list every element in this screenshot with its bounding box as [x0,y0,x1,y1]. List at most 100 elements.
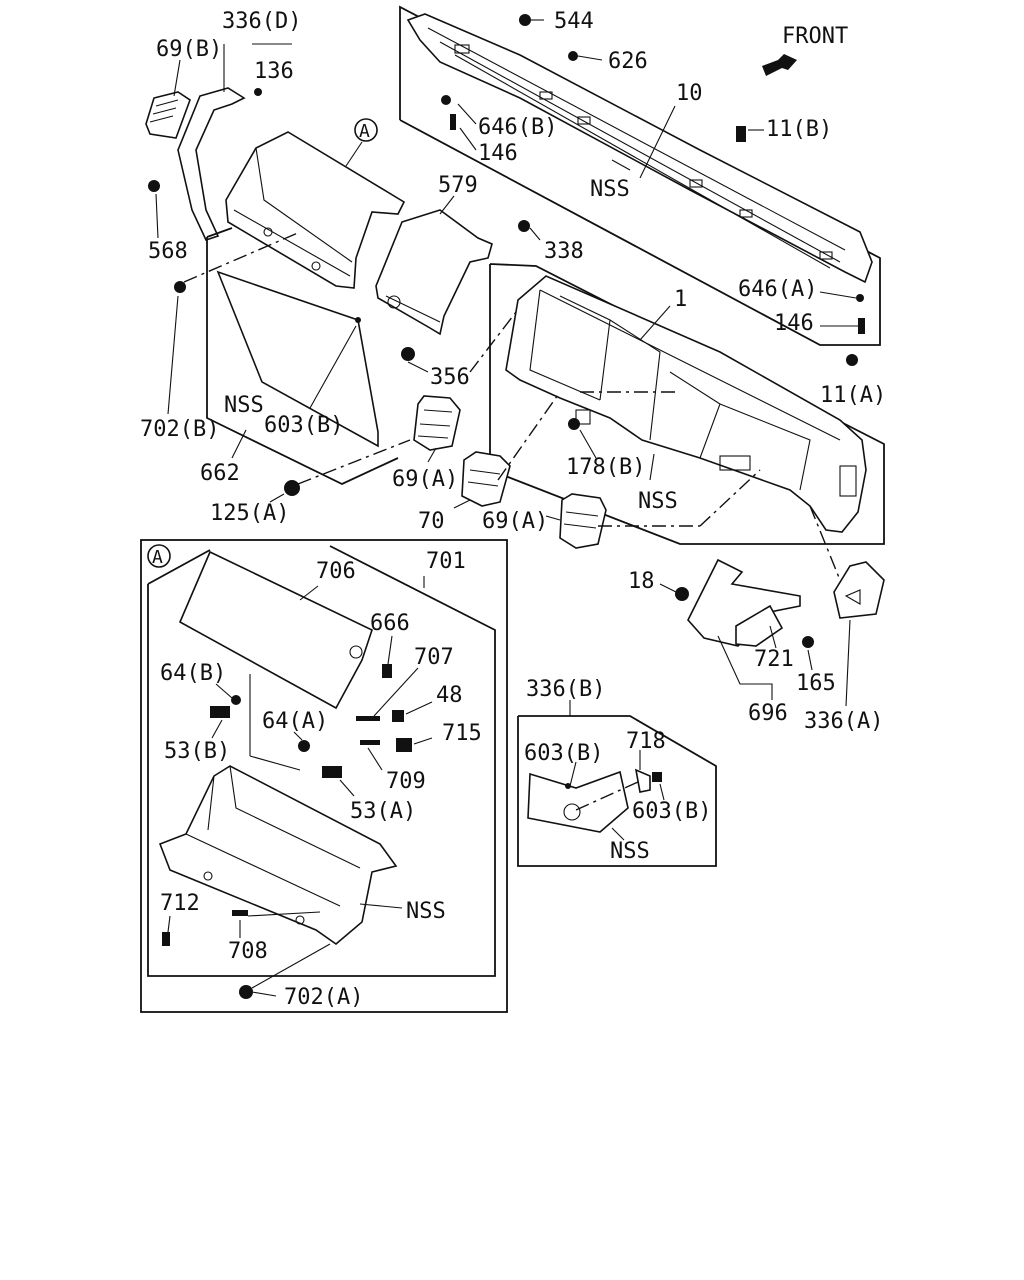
callout-nss-inset: NSS [406,899,446,924]
clip-702A-icon [239,985,253,999]
clip-702B-icon [174,281,186,293]
callout-568: 568 [148,239,188,264]
inset-336B: 336(B) 603(B) 718 603(B) NSS [517,677,717,867]
inset-A-circle [147,544,171,568]
callout-53B: 53(B) [164,739,230,764]
callout-356: 356 [430,365,470,390]
callout-646A: 646(A) [738,277,817,302]
side-panel-336B [527,770,629,833]
callout-53A: 53(A) [350,799,416,824]
callout-603B-left: 603(B) [264,413,343,438]
bracket-579 [375,209,493,336]
glove-box-lid-706 [178,550,373,710]
callout-70: 70 [418,509,445,534]
callout-646B: 646(B) [478,115,557,140]
inset-A-label: A [152,547,163,568]
callout-69A-lower: 69(A) [482,509,548,534]
callout-715: 715 [442,721,482,746]
callout-11A: 11(A) [820,383,886,408]
front-label: FRONT [782,24,848,49]
callout-64B: 64(B) [160,661,226,686]
callout-544: 544 [554,9,594,34]
callout-165: 165 [796,671,836,696]
callout-603B-r2: 603(B) [632,799,711,824]
callout-18: 18 [628,569,655,594]
glove-box-bin [158,765,398,946]
vent-70 [461,451,511,507]
callout-nss-mid: NSS [638,489,678,514]
screw-64A-icon [298,740,310,752]
callout-A: A [359,121,370,142]
callout-706: 706 [316,559,356,584]
callout-146-upper: 146 [478,141,518,166]
callout-nss-left: NSS [224,393,264,418]
callout-146-lower: 146 [774,311,814,336]
callout-338: 338 [544,239,584,264]
callout-712: 712 [160,891,200,916]
glove-box-housing-A [225,131,406,289]
callouts-main: 336(D) 69(B) 136 544 626 10 11(B) 646(B)… [140,9,886,734]
leader-lines [155,19,860,707]
callout-603B-r1: 603(B) [524,741,603,766]
screw-146b-icon [858,318,865,334]
callout-69B: 69(B) [156,37,222,62]
callout-662: 662 [200,461,240,486]
screw-338-icon [518,220,530,232]
callout-nss-top: NSS [590,177,630,202]
screw-136-icon [254,88,262,96]
bumper-708-icon [232,910,248,916]
bolt-18-icon [675,587,689,601]
inset-A-glove-box: A [140,539,508,1013]
callout-178B: 178(B) [566,455,645,480]
callout-701: 701 [426,549,466,574]
main-dash-part-1 [505,275,867,533]
callout-11B: 11(B) [766,117,832,142]
fastener-icons [148,14,865,648]
side-panel-336A [833,561,885,619]
callout-1: 1 [674,287,687,312]
upper-pad-part-10 [406,13,873,284]
vent-69A-upper [413,395,461,451]
screw-64B-icon [231,695,241,705]
upper-pad-frame [399,5,881,346]
screw-146a-icon [450,114,456,130]
callout-48: 48 [436,683,463,708]
callout-125A: 125(A) [210,501,289,526]
clip-544-icon [519,14,531,26]
latch-715-icon [396,738,412,752]
vent-69A-lower [559,493,607,549]
front-arrow-icon [762,54,797,76]
callout-707: 707 [414,645,454,670]
bolt-568-icon [148,180,160,192]
callout-336B: 336(B) [526,677,605,702]
callout-nss-right: NSS [610,839,650,864]
callout-336D: 336(D) [222,9,301,34]
callout-626: 626 [608,49,648,74]
pin-709-icon [360,740,380,745]
callout-579: 579 [438,173,478,198]
lower-trim-696 [687,558,801,647]
bolt-11B-icon [736,126,746,142]
callout-336A: 336(A) [804,709,883,734]
clip-603B-r2-icon [652,772,662,782]
clip-125A-icon [284,480,300,496]
callout-709: 709 [386,769,426,794]
callout-696: 696 [748,701,788,726]
callout-702A: 702(A) [284,985,363,1010]
pin-707-icon [356,716,380,721]
callout-69A-upper: 69(A) [392,467,458,492]
bracket-53A-icon [322,766,342,778]
clip-646A-icon [856,294,864,302]
nut-165-icon [802,636,814,648]
lid-frame-662 [206,227,399,485]
bracket-53B-icon [210,706,230,718]
callout-64A: 64(A) [262,709,328,734]
screw-712-icon [162,932,170,946]
clip-666-icon [382,664,392,678]
callout-702B: 702(B) [140,417,219,442]
callout-718: 718 [626,729,666,754]
callout-A-circle [354,118,378,142]
inset-A-outer-frame [140,539,508,1013]
clip-603B-left-icon [355,317,361,323]
